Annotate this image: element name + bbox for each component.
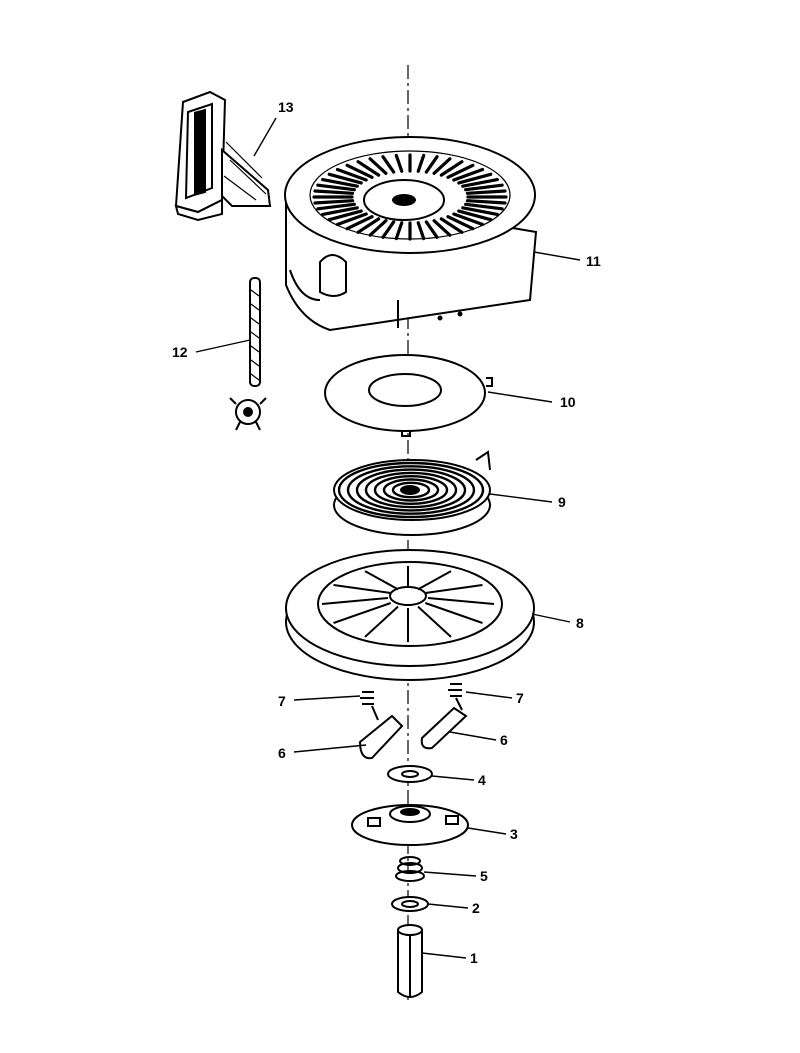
- housing-fin: [313, 199, 355, 205]
- part-6-pawls: [358, 706, 468, 760]
- callout-labels: 1 2 3 4 5 6 6 7 7 8 9 10 11 12 13: [172, 99, 601, 966]
- part-12-rope: [229, 277, 267, 431]
- housing-fin: [316, 202, 356, 211]
- callout-13: 13: [278, 99, 294, 115]
- housing-fin: [356, 217, 381, 234]
- callout-9: 9: [558, 494, 566, 510]
- spring-coil: [391, 481, 431, 499]
- pulley-vane: [425, 584, 483, 594]
- housing-fin: [452, 212, 485, 227]
- housing-fin: [335, 212, 368, 227]
- callout-1: 1: [470, 950, 478, 966]
- callout-10: 10: [560, 394, 576, 410]
- housing-fin: [439, 217, 464, 234]
- part-8-pulley: [285, 549, 535, 681]
- housing-fin: [457, 172, 493, 185]
- housing-fin: [432, 219, 452, 237]
- housing-fin: [446, 163, 475, 179]
- housing-fin: [368, 219, 388, 237]
- housing-fin: [321, 177, 359, 188]
- callout-6-right: 6: [500, 732, 508, 748]
- housing-fin: [465, 189, 507, 195]
- callout-7-left: 7: [278, 693, 286, 709]
- housing-fin: [327, 172, 363, 185]
- pulley-vane: [333, 602, 392, 624]
- part-3-retainer: [351, 804, 469, 846]
- housing-fin: [464, 183, 504, 192]
- callout-7-right: 7: [516, 690, 524, 706]
- part-10-plate: [324, 354, 493, 437]
- housing-fin: [335, 167, 368, 182]
- housing-fin: [439, 160, 464, 177]
- housing-fin: [432, 157, 452, 175]
- callout-4: 4: [478, 772, 486, 788]
- pulley-vane: [364, 605, 399, 638]
- pulley-vane: [417, 570, 452, 591]
- housing-fin: [461, 206, 499, 217]
- part-13-handle: [174, 90, 272, 222]
- part-7-springs: [360, 683, 463, 721]
- spring-coil: [355, 468, 467, 512]
- housing-fin: [457, 209, 493, 222]
- spring-coils: [337, 461, 485, 519]
- pulley-vane: [364, 570, 399, 591]
- leader-lines: [195, 117, 581, 959]
- pulley-vane: [427, 597, 495, 605]
- housing-fin: [461, 177, 499, 188]
- spring-coil: [346, 465, 476, 515]
- callout-6-left: 6: [278, 745, 286, 761]
- callout-8: 8: [576, 615, 584, 631]
- housing-fins: [312, 153, 508, 241]
- pulley-vane: [424, 602, 483, 624]
- housing-fin: [345, 215, 374, 231]
- callout-5: 5: [480, 868, 488, 884]
- part-11-housing: [284, 136, 538, 332]
- housing-fin: [368, 157, 388, 175]
- housing-fin: [381, 220, 396, 239]
- housing-fin: [465, 199, 507, 205]
- callout-12: 12: [172, 344, 188, 360]
- housing-fin: [313, 189, 355, 195]
- housing-fin: [381, 155, 396, 174]
- housing-fin: [356, 160, 381, 177]
- part-9-spring: [333, 450, 491, 536]
- spring-coil: [337, 461, 485, 519]
- callout-11: 11: [586, 253, 601, 269]
- housing-fin: [321, 206, 359, 217]
- part-2-washer: [391, 896, 429, 912]
- housing-fin: [452, 167, 485, 182]
- spring-coil: [364, 471, 458, 509]
- pulley-vane: [417, 605, 452, 638]
- pulley-vane: [321, 597, 389, 605]
- housing-fin: [464, 202, 504, 211]
- housing-fin: [316, 183, 356, 192]
- housing-fin: [327, 209, 363, 222]
- part-1-pin: [397, 924, 423, 998]
- spring-coil: [382, 478, 440, 502]
- part-4-washer: [387, 765, 433, 783]
- housing-fin: [424, 155, 439, 174]
- housing-fin: [394, 221, 404, 241]
- part-5-small-spring: [395, 856, 425, 882]
- callout-2: 2: [472, 900, 480, 916]
- housing-fin: [394, 153, 404, 173]
- spring-coil: [373, 475, 449, 506]
- housing-fin: [446, 215, 475, 231]
- housing-fin: [416, 221, 426, 241]
- pulley-vane: [333, 584, 391, 594]
- callout-3: 3: [510, 826, 518, 842]
- housing-fin: [345, 163, 374, 179]
- housing-fin: [424, 220, 439, 239]
- pulley-vanes: [321, 566, 495, 642]
- housing-fin: [416, 153, 426, 173]
